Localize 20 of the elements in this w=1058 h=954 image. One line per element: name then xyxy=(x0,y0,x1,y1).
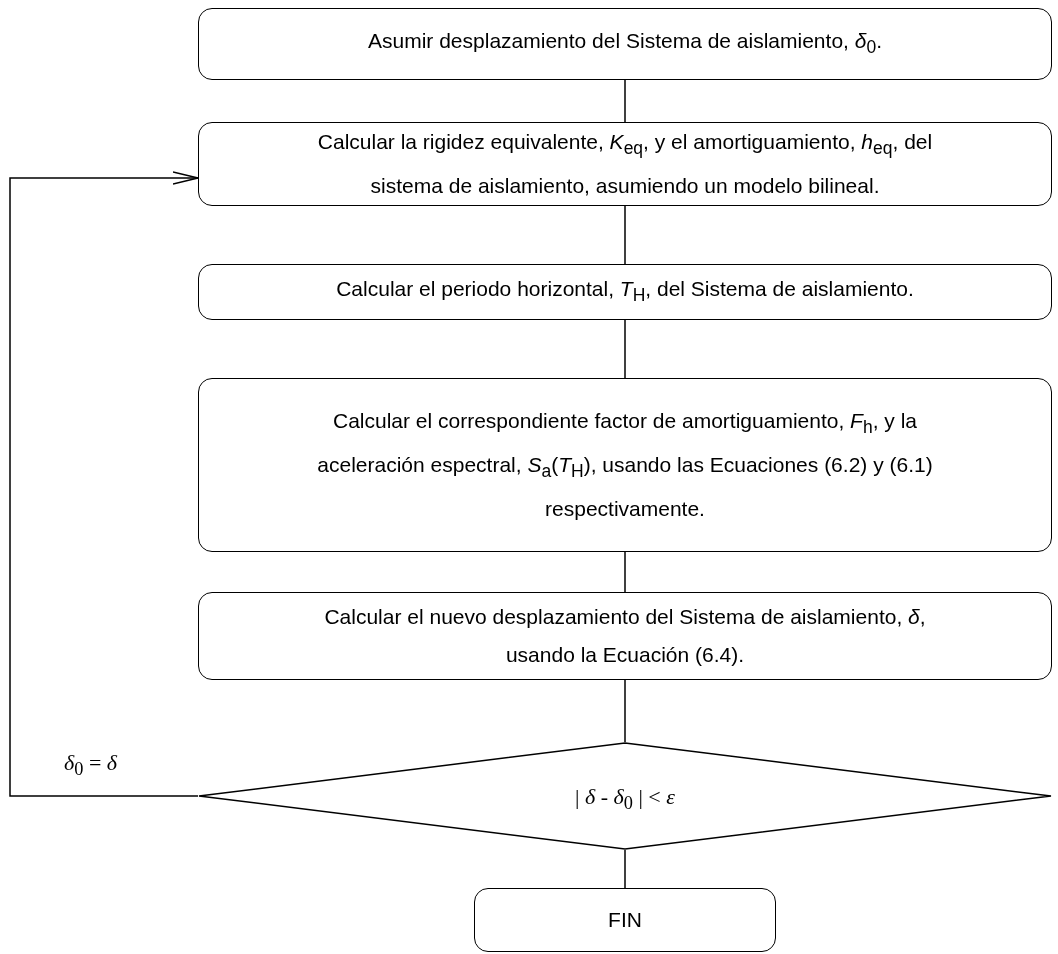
connector-line xyxy=(624,849,626,889)
step-text: Asumir desplazamiento del Sistema de aislamiento, δ$_{0}$. xyxy=(368,27,882,60)
step-text: FIN xyxy=(608,907,642,933)
connector-line xyxy=(624,79,626,123)
connector-line xyxy=(624,205,626,265)
process-box xyxy=(198,592,1052,680)
process-box xyxy=(198,8,1052,80)
process-box xyxy=(198,378,1052,552)
process-box xyxy=(198,264,1052,320)
connector-line xyxy=(624,679,626,743)
loop-arrow xyxy=(9,171,199,797)
process-box xyxy=(474,888,776,952)
step-text: Calcular la rigidez equivalente, K$_{eq}$, y el amortiguamiento, h$_{eq}$, del sistema de aislamiento, asumiendo un modelo bilineal. xyxy=(316,128,934,200)
connector-line xyxy=(624,319,626,379)
condition-text: | δ - δ$_{0}$ | < ε xyxy=(575,783,675,815)
connector-line xyxy=(624,551,626,593)
step-text: Calcular el periodo horizontal, T$_{H}$, del Sistema de aislamiento. xyxy=(336,275,914,308)
step-text: Calcular el correspondiente factor de amortiguamiento, F$_{h}$, y la aceleración espectral, S$_{a}$(T$_{H}$), usando las Ecuaciones (6.2) y (6.1) respectivamente. xyxy=(316,407,934,523)
step-text: Calcular el nuevo desplazamiento del Sistema de aislamiento, δ, usando la Ecuación (6.4). xyxy=(323,604,927,668)
process-box xyxy=(198,122,1052,206)
